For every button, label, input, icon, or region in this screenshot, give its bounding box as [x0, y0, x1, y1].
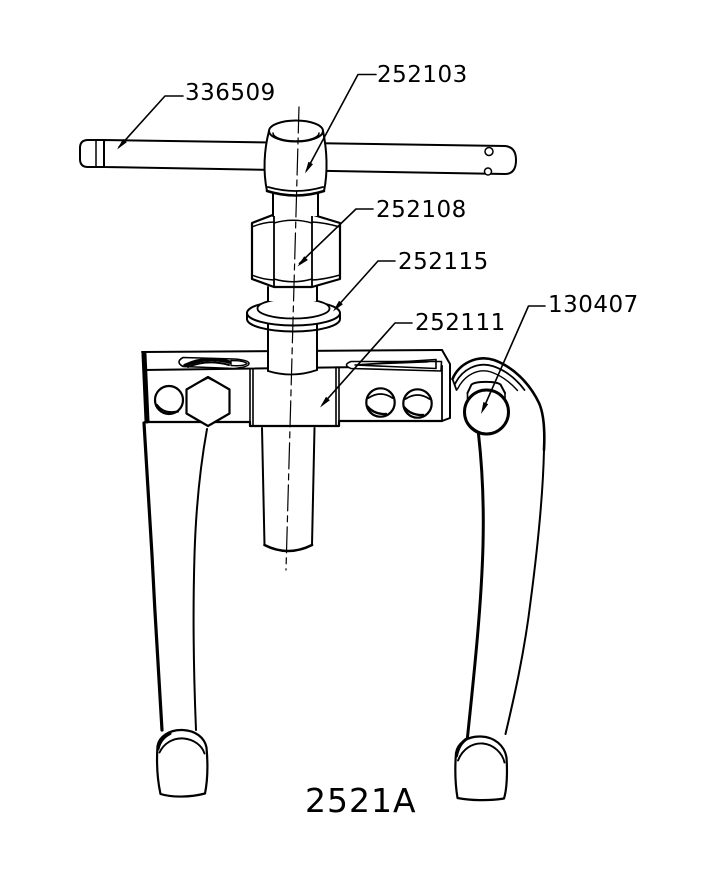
leader-252108	[298, 208, 374, 265]
label-handle-bar: 336509	[185, 80, 276, 106]
right-foot-jaw	[454, 735, 509, 802]
model-number-label: 2521A	[305, 781, 417, 820]
leader-130407	[482, 305, 546, 411]
arrowhead-252115	[333, 300, 343, 312]
yoke-right-hole-2	[402, 388, 433, 419]
leader-252103	[305, 73, 377, 172]
label-washer: 252115	[398, 249, 489, 275]
yoke-left-hole	[153, 384, 185, 416]
screw-head-drawing	[263, 119, 328, 197]
label-hex-nut: 252108	[376, 197, 467, 223]
screw-neck	[272, 192, 319, 217]
arrowhead-252111	[320, 396, 330, 408]
left-leg-drawing	[142, 421, 209, 798]
leader-336509	[118, 95, 184, 148]
handle-pin-hole-top	[484, 146, 494, 157]
yoke-right-hole-1	[365, 387, 396, 418]
label-screw-head: 252103	[377, 62, 468, 88]
arrowhead-252103	[305, 161, 313, 174]
left-foot-jaw	[155, 728, 209, 798]
leader-252115	[334, 260, 396, 310]
arrowhead-130407	[481, 402, 489, 414]
label-puller-leg: 130407	[548, 292, 639, 318]
yoke-hex-bolt	[185, 375, 231, 428]
centerline	[285, 106, 300, 571]
right-leg-drawing	[451, 357, 546, 802]
leader-arrowheads	[117, 138, 489, 414]
leader-lines	[118, 73, 546, 411]
leader-252111	[321, 322, 413, 406]
handle-pin-hole-bottom	[483, 167, 493, 176]
handle-left-cap	[79, 139, 105, 168]
yoke-crossarm-drawing	[141, 349, 451, 428]
leg-bolt-cap	[466, 380, 506, 394]
arrowhead-336509	[117, 138, 127, 150]
screw-shaft-at-yoke	[267, 319, 318, 376]
label-yoke-crossarm: 252111	[415, 310, 506, 336]
hex-nut-drawing	[250, 213, 342, 289]
screw-shaft-below-nut	[267, 286, 318, 302]
arrowhead-252108	[297, 256, 308, 267]
